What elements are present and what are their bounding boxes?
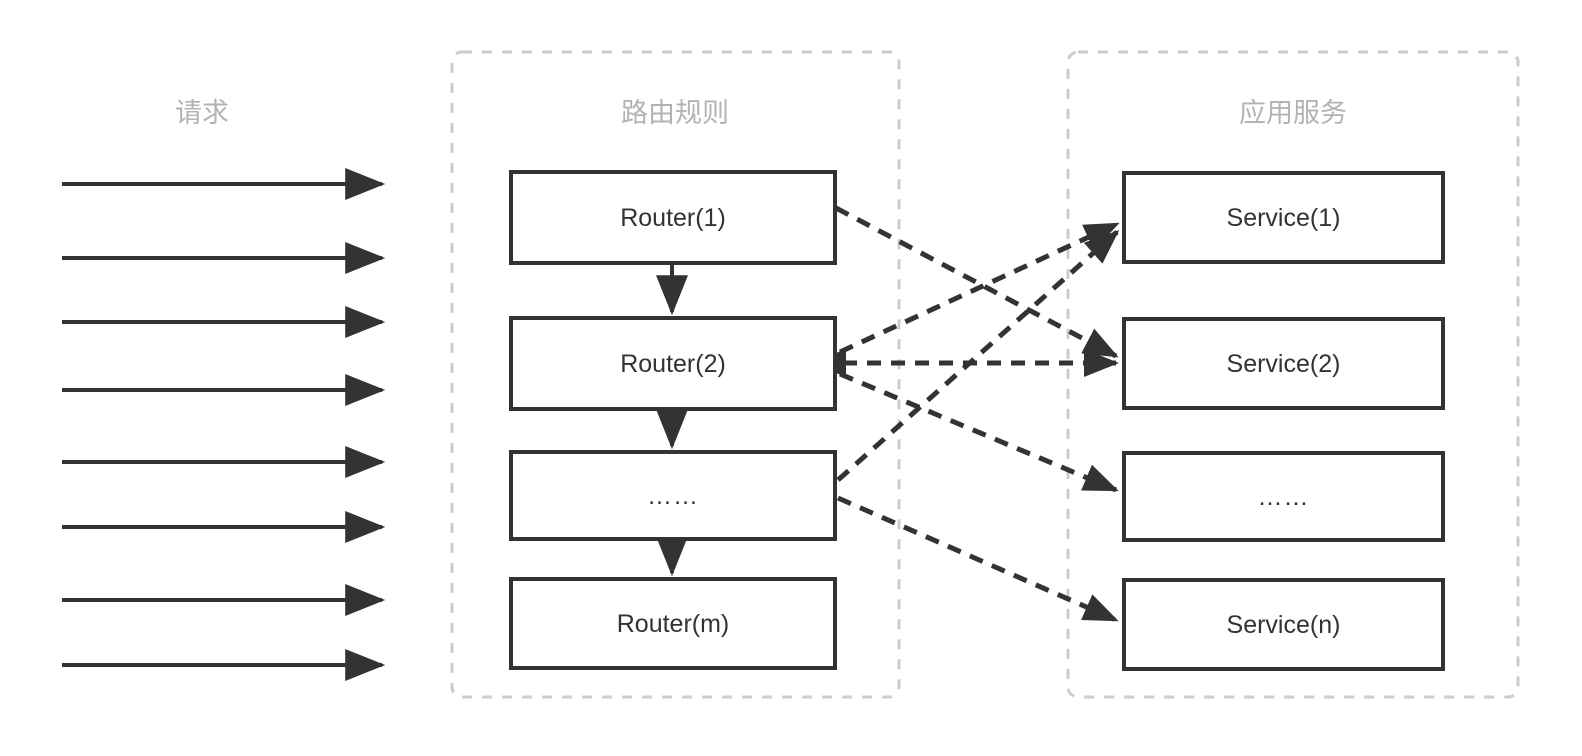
service-boxes xyxy=(1122,171,1445,671)
routing-links xyxy=(811,205,1120,623)
router-box-m xyxy=(509,577,837,670)
router-box-1 xyxy=(509,170,837,265)
service-label-1: Service(1) xyxy=(1226,204,1341,232)
link-router-ellipsis-service1 xyxy=(836,230,1120,482)
service-label-ellipsis: …… xyxy=(1257,483,1310,511)
group-title-application-services: 应用服务 xyxy=(1239,98,1347,128)
service-label-2: Service(2) xyxy=(1226,350,1341,378)
request-arrows xyxy=(62,168,386,681)
link-router2-service1 xyxy=(838,221,1120,355)
service-box-2 xyxy=(1122,317,1445,410)
group-title-routing-rules: 路由规则 xyxy=(621,98,729,128)
link-router1-service2 xyxy=(834,205,1119,359)
service-box-n xyxy=(1122,578,1445,671)
router-label-m: Router(m) xyxy=(616,610,730,638)
router-label-1: Router(1) xyxy=(620,204,726,232)
service-box-1 xyxy=(1122,171,1445,264)
router-label-ellipsis: …… xyxy=(647,482,699,510)
router-boxes xyxy=(509,170,837,670)
service-box-ellipsis xyxy=(1122,451,1445,542)
group-title-requests: 请求 xyxy=(175,98,229,128)
service-label-n: Service(n) xyxy=(1226,611,1341,639)
router-label-2: Router(2) xyxy=(620,350,726,378)
link-router2-service-ellipsis xyxy=(839,371,1119,493)
router-box-2 xyxy=(509,316,837,411)
router-box-ellipsis xyxy=(509,450,837,541)
link-router-ellipsis-service-n xyxy=(836,495,1119,623)
